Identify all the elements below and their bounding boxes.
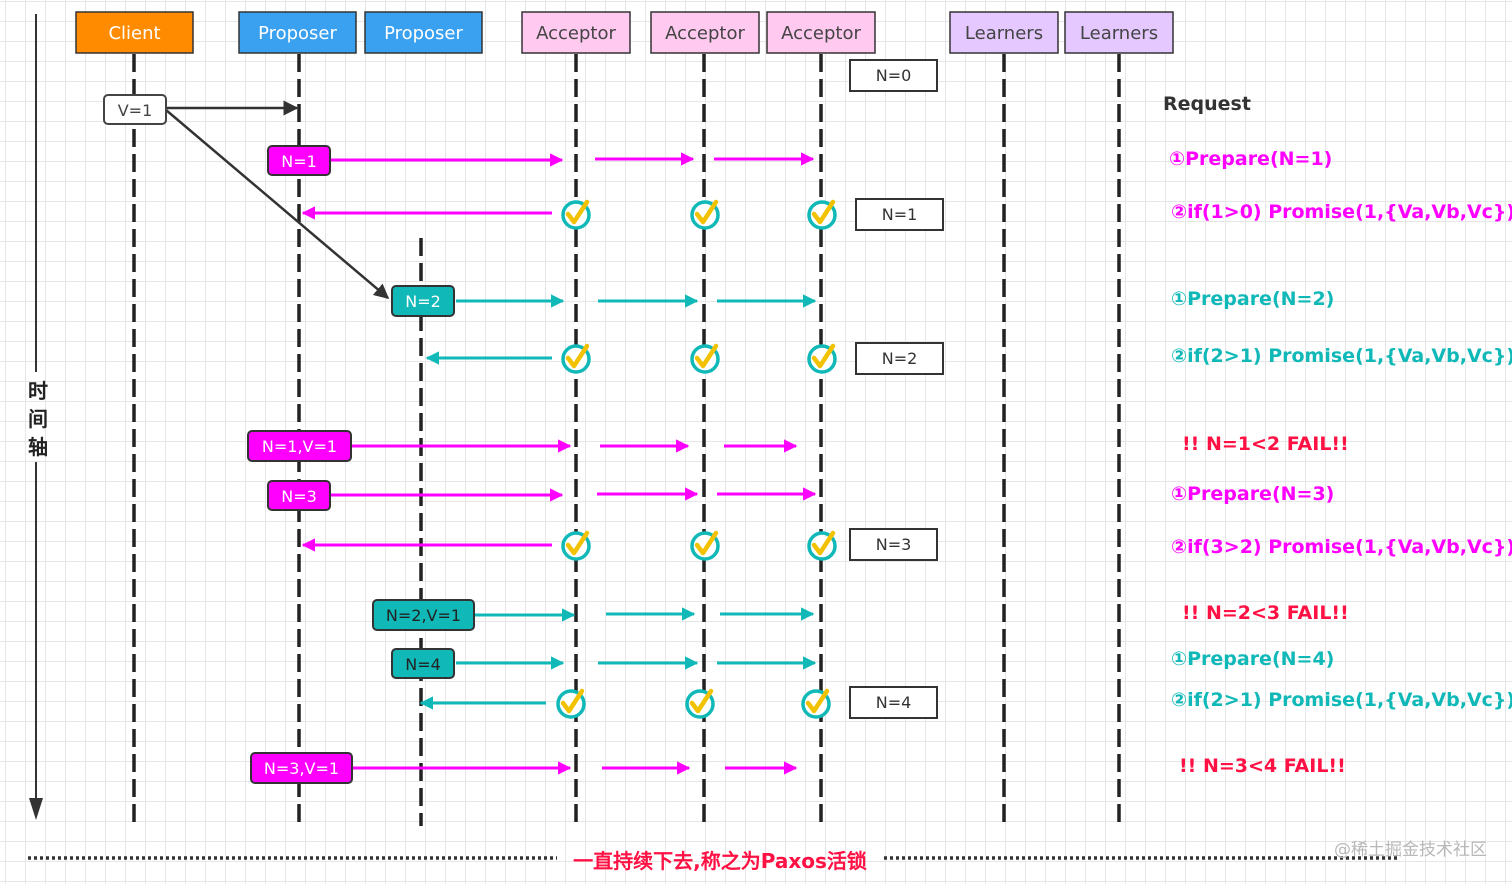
note-promise-2: ②if(2>1) Promise(1,{Va,Vb,Vc}) bbox=[1171, 345, 1512, 367]
message-box-n3-v1: N=3,V=1 bbox=[250, 752, 353, 784]
client-value-box bbox=[103, 94, 167, 125]
message-boxes: N=1 N=2 N=1,V=1 N=3 N=2,V=1 N=4 N=3,V=1 bbox=[247, 145, 475, 784]
header-acceptor-3: Acceptor bbox=[766, 11, 876, 54]
client-arrow-proposer-2 bbox=[165, 109, 390, 299]
svg-text:Client: Client bbox=[108, 23, 160, 44]
check-icon bbox=[561, 530, 591, 561]
check-icon bbox=[556, 688, 586, 719]
header-proposer-2: Proposer bbox=[364, 11, 483, 54]
svg-text:Proposer: Proposer bbox=[384, 23, 463, 44]
svg-text:N=4: N=4 bbox=[405, 655, 441, 674]
state-box-n1: N=1 bbox=[855, 198, 944, 231]
message-box-n2: N=2 bbox=[391, 285, 455, 317]
message-box-n1: N=1 bbox=[267, 145, 331, 176]
state-box-n4: N=4 bbox=[849, 686, 938, 719]
note-promise-3: ②if(3>2) Promise(1,{Va,Vb,Vc}) bbox=[1171, 536, 1512, 558]
note-promise-1: ②if(1>0) Promise(1,{Va,Vb,Vc}) bbox=[1171, 201, 1512, 223]
note-prepare-2: ①Prepare(N=2) bbox=[1171, 288, 1334, 310]
message-box-n3: N=3 bbox=[267, 480, 331, 511]
svg-text:Learners: Learners bbox=[965, 23, 1043, 44]
watermark: @稀土掘金技术社区 bbox=[1334, 840, 1487, 860]
svg-text:Acceptor: Acceptor bbox=[536, 23, 616, 44]
client-value-label: V=1 bbox=[118, 101, 153, 120]
note-promise-4: ②if(2>1) Promise(1,{Va,Vb,Vc}) bbox=[1171, 689, 1512, 711]
svg-text:N=1: N=1 bbox=[281, 152, 317, 171]
axis-label-3: 轴 bbox=[28, 435, 48, 459]
check-icon bbox=[807, 530, 837, 561]
message-arrows bbox=[301, 152, 817, 775]
svg-text:Learners: Learners bbox=[1080, 23, 1158, 44]
svg-text:Acceptor: Acceptor bbox=[781, 23, 861, 44]
check-icon bbox=[561, 199, 591, 230]
header-acceptor-1: Acceptor bbox=[521, 11, 631, 54]
svg-text:N=1: N=1 bbox=[882, 205, 918, 224]
note-request: Request bbox=[1163, 93, 1251, 115]
svg-text:N=2: N=2 bbox=[405, 292, 441, 311]
header-learner-1: Learners bbox=[949, 11, 1059, 54]
svg-text:Proposer: Proposer bbox=[258, 23, 337, 44]
promise-checks bbox=[556, 199, 837, 719]
svg-text:N=4: N=4 bbox=[876, 693, 912, 712]
svg-text:N=2,V=1: N=2,V=1 bbox=[386, 606, 461, 625]
check-icon bbox=[561, 343, 591, 374]
note-prepare-1: ①Prepare(N=1) bbox=[1169, 148, 1332, 170]
check-icon bbox=[685, 688, 715, 719]
footer-text: 一直持续下去,称之为Paxos活锁 bbox=[573, 849, 867, 873]
state-box-n2: N=2 bbox=[855, 342, 944, 375]
time-axis: 时 间 轴 bbox=[28, 14, 48, 820]
axis-label-1: 时 bbox=[28, 379, 48, 403]
livelock-footer: 一直持续下去,称之为Paxos活锁 bbox=[28, 849, 1400, 873]
svg-text:N=3: N=3 bbox=[876, 535, 912, 554]
acceptor-state-boxes: N=0 N=1 N=2 N=3 N=4 bbox=[849, 59, 944, 719]
svg-text:N=0: N=0 bbox=[876, 66, 912, 85]
note-prepare-3: ①Prepare(N=3) bbox=[1171, 483, 1334, 505]
check-icon bbox=[690, 199, 720, 230]
message-box-n4: N=4 bbox=[391, 648, 455, 679]
state-box-n0: N=0 bbox=[849, 59, 938, 92]
svg-text:N=3: N=3 bbox=[281, 487, 317, 506]
check-icon bbox=[801, 688, 831, 719]
note-prepare-4: ①Prepare(N=4) bbox=[1171, 648, 1334, 670]
header-acceptor-2: Acceptor bbox=[650, 11, 760, 54]
check-icon bbox=[690, 530, 720, 561]
note-fail-1: !! N=1<2 FAIL!! bbox=[1182, 433, 1349, 455]
state-box-n3: N=3 bbox=[849, 528, 938, 561]
note-fail-3: !! N=3<4 FAIL!! bbox=[1179, 755, 1346, 777]
header-client: Client bbox=[75, 11, 194, 54]
client-request: V=1 bbox=[103, 94, 390, 299]
note-fail-2: !! N=2<3 FAIL!! bbox=[1182, 602, 1349, 624]
header-proposer-1: Proposer bbox=[238, 11, 357, 54]
svg-text:Acceptor: Acceptor bbox=[665, 23, 745, 44]
message-box-n1-v1: N=1,V=1 bbox=[247, 430, 352, 462]
svg-text:N=1,V=1: N=1,V=1 bbox=[262, 437, 337, 456]
axis-label-2: 间 bbox=[28, 407, 48, 431]
check-icon bbox=[807, 343, 837, 374]
svg-text:N=2: N=2 bbox=[882, 349, 918, 368]
message-box-n2-v1: N=2,V=1 bbox=[372, 599, 475, 631]
svg-text:N=3,V=1: N=3,V=1 bbox=[264, 759, 339, 778]
check-icon bbox=[807, 199, 837, 230]
annotations: Request ①Prepare(N=1) ②if(1>0) Promise(1… bbox=[1163, 93, 1512, 777]
participant-headers: Client Proposer Proposer Acceptor Accept… bbox=[75, 11, 1174, 54]
check-icon bbox=[690, 343, 720, 374]
header-learner-2: Learners bbox=[1064, 11, 1174, 54]
